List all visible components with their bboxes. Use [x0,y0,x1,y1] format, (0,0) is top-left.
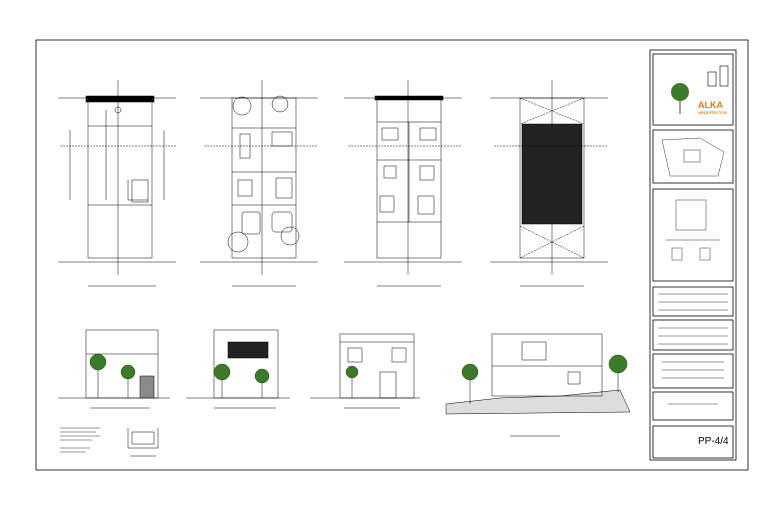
detail-drawing [127,428,159,457]
section-longitudinal [445,333,631,437]
floor-plan-roof [490,80,608,287]
firm-logo: ALKA ARQUITECTOS [671,65,729,115]
location-plan [661,137,725,177]
floor-plan-1 [58,80,176,287]
elevation-rear [186,329,290,409]
elevation-side [310,333,420,409]
title-block [649,49,737,461]
key-section [666,199,720,261]
firm-name: ALKA [698,100,723,110]
floor-plan-2 [200,80,318,287]
notes-block [60,427,100,453]
floor-plan-3 [344,80,462,287]
sheet-border [35,39,749,471]
info-lines [658,293,728,405]
sheet-code: PP-4/4 [698,436,729,447]
firm-subtitle: ARQUITECTOS [698,110,727,115]
elevation-front [58,329,170,409]
